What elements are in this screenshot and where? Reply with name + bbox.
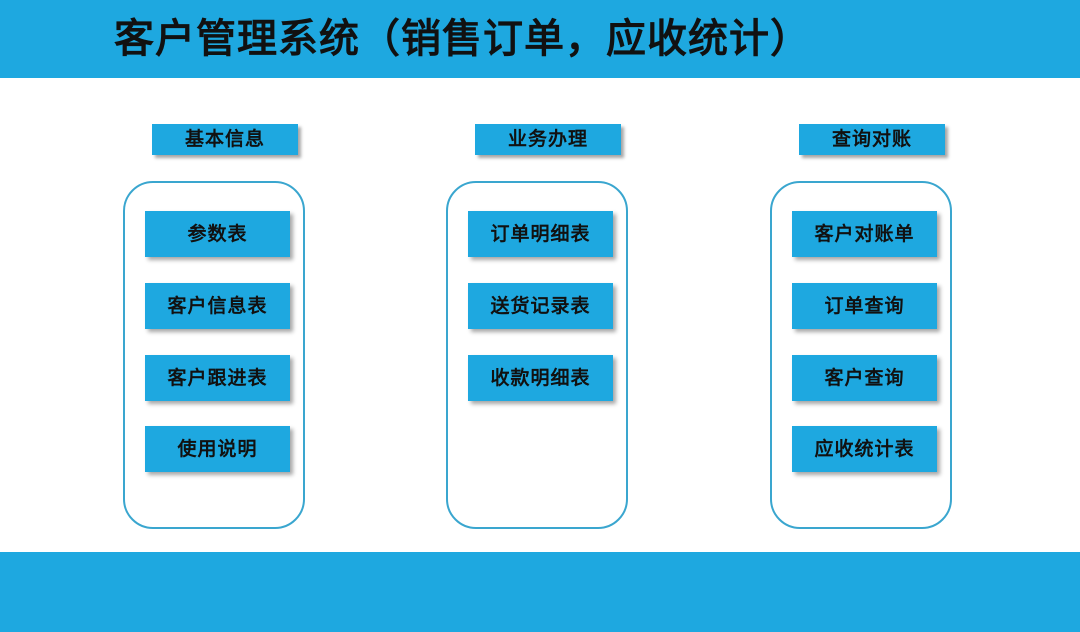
delivery-record-table-button[interactable]: 送货记录表: [468, 283, 613, 329]
footer-band: [0, 552, 1080, 632]
section-title-business: 业务办理: [475, 124, 621, 155]
section-title-basic-info: 基本信息: [152, 124, 298, 155]
usage-instructions-button[interactable]: 使用说明: [145, 426, 290, 472]
receivables-statistics-button[interactable]: 应收统计表: [792, 426, 937, 472]
customer-query-button[interactable]: 客户查询: [792, 355, 937, 401]
order-detail-table-button[interactable]: 订单明细表: [468, 211, 613, 257]
section-title-query-reconcile: 查询对账: [799, 124, 945, 155]
order-query-button[interactable]: 订单查询: [792, 283, 937, 329]
customer-info-table-button[interactable]: 客户信息表: [145, 283, 290, 329]
customer-statement-button[interactable]: 客户对账单: [792, 211, 937, 257]
customer-followup-table-button[interactable]: 客户跟进表: [145, 355, 290, 401]
app-title: 客户管理系统（销售订单，应收统计）: [114, 16, 811, 62]
parameter-table-button[interactable]: 参数表: [145, 211, 290, 257]
header-band: [0, 0, 1080, 78]
payment-detail-table-button[interactable]: 收款明细表: [468, 355, 613, 401]
